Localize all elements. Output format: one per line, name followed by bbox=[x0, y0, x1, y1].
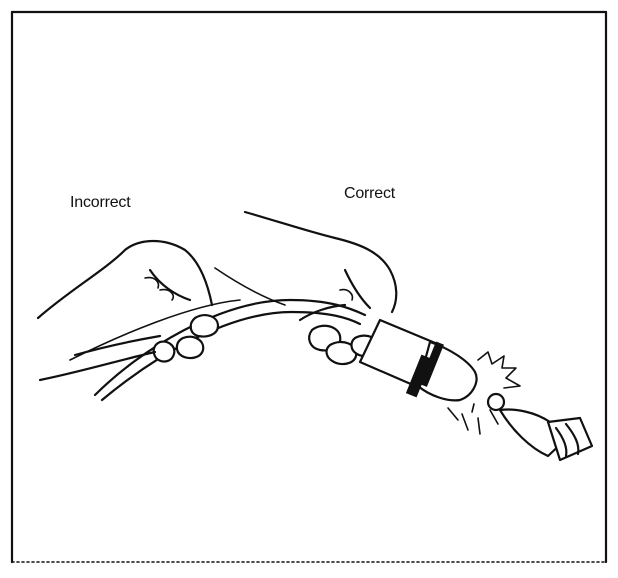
figure-frame bbox=[12, 12, 606, 562]
label-correct: Correct bbox=[344, 185, 395, 203]
cable-boot-icon bbox=[360, 320, 477, 400]
spark-plug-icon bbox=[488, 394, 592, 460]
label-incorrect: Incorrect bbox=[70, 194, 130, 212]
